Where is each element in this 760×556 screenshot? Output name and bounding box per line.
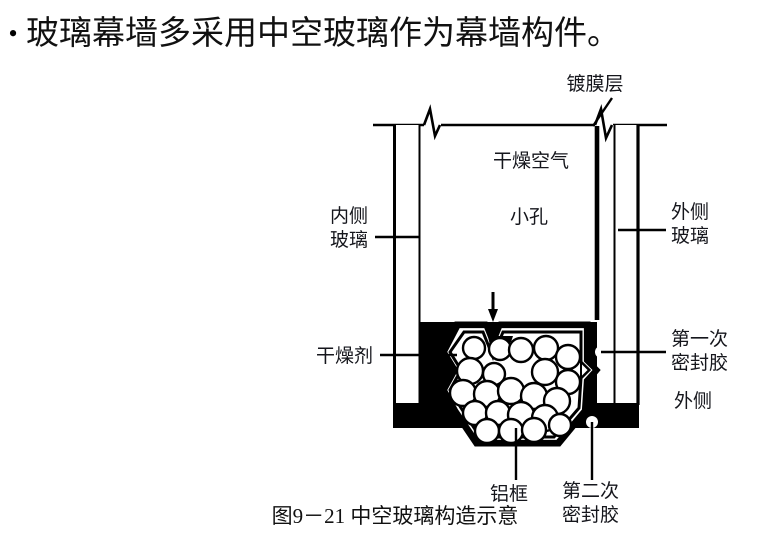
break-symbol-right-icon — [593, 104, 614, 143]
desiccant-beads — [448, 334, 582, 445]
leader-small-hole-arrow — [488, 292, 498, 322]
label-outer-glass-line1: 外侧 — [671, 201, 709, 223]
label-first-sealant-line2: 密封胶 — [671, 352, 728, 374]
label-desiccant: 干燥剂 — [316, 345, 373, 367]
label-coating-layer: 镀膜层 — [566, 73, 623, 95]
figure-caption-text: 图9－21 中空玻璃构造示意 — [271, 504, 519, 528]
label-second-sealant-line1: 第二次 — [562, 480, 619, 502]
figure-caption: 图9－21 中空玻璃构造示意 — [0, 500, 760, 530]
page-title: 玻璃幕墙多采用中空玻璃作为幕墙构件。 — [26, 15, 620, 52]
label-inner-glass-line1: 内侧 — [330, 205, 368, 227]
label-first-sealant-line1: 第一次 — [671, 328, 728, 350]
inner-glass-pane — [393, 125, 421, 405]
label-aluminium-frame: 铝框 — [490, 483, 528, 505]
outer-glass-pane — [613, 125, 640, 405]
label-small-hole: 小孔 — [510, 206, 548, 228]
label-outer-side: 外侧 — [674, 390, 712, 412]
label-outer-glass-line2: 玻璃 — [671, 225, 709, 247]
slide-heading-row: • 玻璃幕墙多采用中空玻璃作为幕墙构件。 — [0, 8, 760, 60]
bullet-icon: • — [8, 19, 18, 48]
label-inner-glass-line2: 玻璃 — [330, 229, 368, 251]
label-second-sealant-line2: 密封胶 — [562, 504, 619, 526]
break-symbol-left-icon — [422, 104, 442, 141]
label-dry-air: 干燥空气 — [493, 150, 569, 172]
figure-insulated-glass-diagram: 镀膜层 干燥空气 小孔 内侧 玻璃 外侧 玻璃 第一次 密封胶 干燥剂 外侧 铝… — [0, 60, 760, 556]
leader-inner-glass — [375, 235, 420, 239]
